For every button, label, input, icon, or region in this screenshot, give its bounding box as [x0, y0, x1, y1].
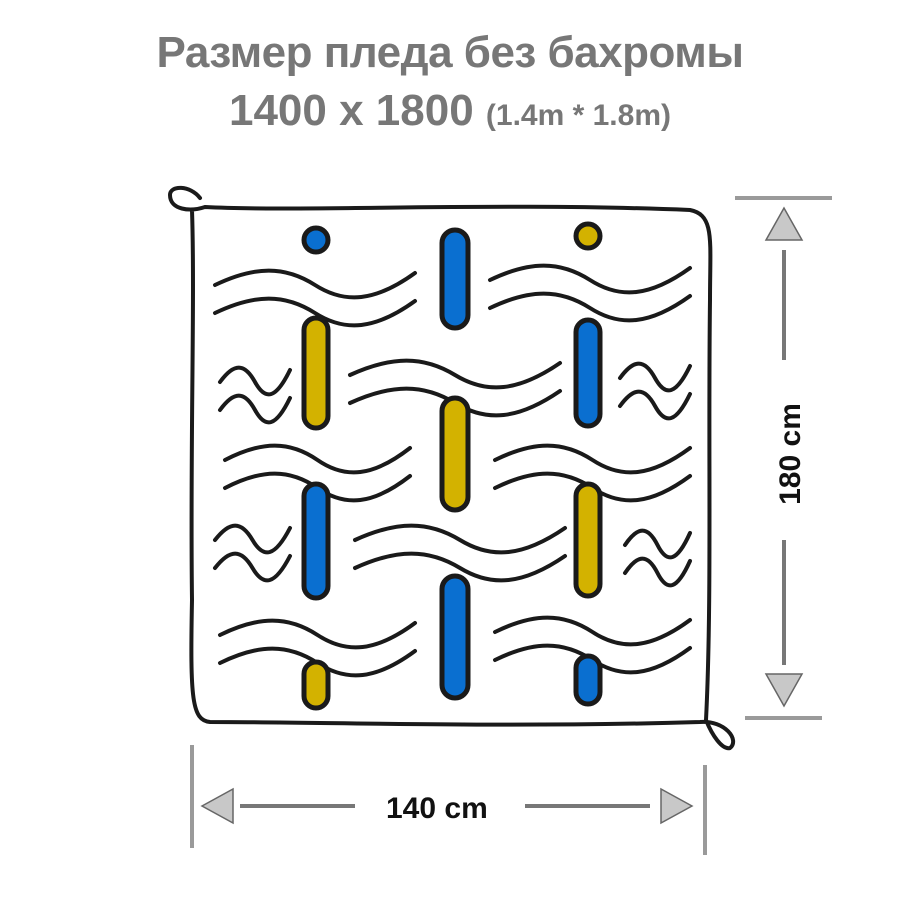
wave-line: [623, 556, 692, 588]
wave-line: [213, 296, 417, 328]
wave-line: [623, 528, 692, 560]
height-dimension: [735, 196, 832, 720]
blue-stripe: [301, 481, 331, 601]
wave-line: [353, 551, 567, 583]
height-label: 180 cm: [773, 403, 807, 505]
arrow-right-icon: [660, 787, 694, 825]
wave-line: [213, 523, 292, 555]
wave-line: [493, 615, 692, 647]
blue-stripe: [301, 225, 331, 255]
arrow-left-icon: [200, 787, 234, 825]
wave-line: [348, 358, 562, 390]
arrow-up-icon: [764, 206, 804, 241]
wave-line: [353, 523, 567, 555]
wave-line: [488, 263, 692, 295]
yellow-stripe: [301, 659, 331, 711]
wave-line: [213, 268, 417, 300]
yellow-stripe: [573, 221, 603, 251]
yellow-stripe: [573, 481, 603, 599]
arrow-down-icon: [764, 673, 804, 708]
wave-line: [488, 291, 692, 323]
wave-line: [618, 361, 692, 393]
wave-line: [218, 393, 292, 425]
wave-line: [618, 389, 692, 421]
wave-line: [218, 365, 292, 397]
blanket-outline: [167, 185, 736, 751]
size-m: (1.4m * 1.8m): [485, 99, 671, 132]
blue-stripe: [573, 653, 603, 707]
wave-line: [493, 443, 692, 475]
width-label: 140 cm: [386, 792, 488, 825]
title: Размер пледа без бахромы: [156, 28, 744, 77]
blue-stripe: [573, 317, 603, 429]
wave-line: [218, 618, 417, 650]
wave-line: [213, 551, 292, 583]
blue-stripe: [439, 227, 471, 331]
yellow-stripe: [439, 395, 471, 513]
blue-stripe: [439, 573, 471, 701]
size-mm: 1400 x 1800: [228, 86, 474, 135]
width-dimension: [190, 745, 707, 855]
subtitle: 1400 x 1800 (1.4m * 1.8m): [0, 86, 900, 136]
yellow-stripe: [301, 315, 331, 431]
wave-line: [223, 443, 412, 475]
